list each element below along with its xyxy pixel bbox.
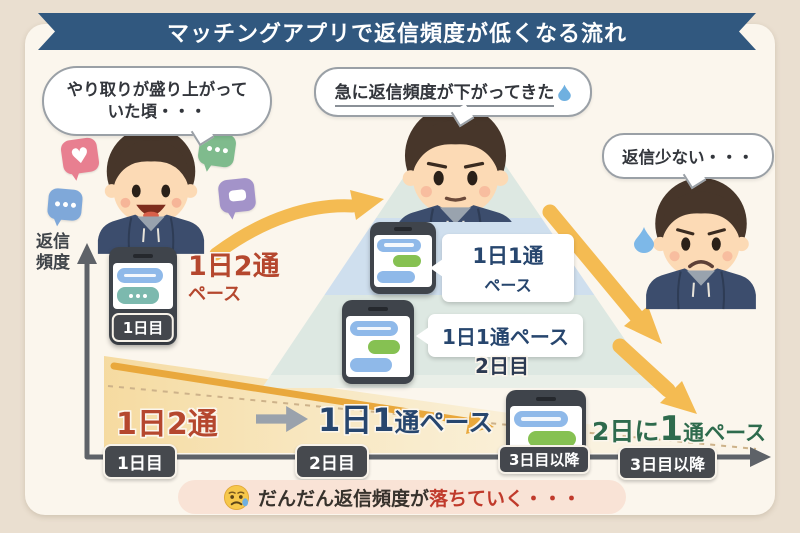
pace-tag-row1: 1日1通 ペース — [430, 234, 574, 302]
timeline-final-pace: 2日に 1 通ペース — [592, 409, 767, 449]
flow-arrow-1-head — [350, 190, 384, 220]
character-happy — [97, 127, 205, 254]
speech-past-line2: いた頃・・・ — [107, 102, 207, 121]
tear-drop-icon — [634, 227, 654, 253]
x-axis-arrowhead — [750, 447, 771, 467]
flow-arrow-2 — [542, 204, 646, 326]
pace-day1: 1日2通 ペース — [188, 251, 280, 305]
footer-banner: だんだん返信頻度が落ちていく・・・ — [178, 480, 626, 514]
message-bubble — [528, 431, 576, 447]
phone-speaker — [368, 307, 388, 311]
phone-speaker — [133, 254, 153, 258]
sad-emoji-icon — [223, 484, 250, 510]
title-ribbon: マッチングアプリで返信頻度が低くなる流れ — [38, 13, 756, 50]
phone-day1: 1日目 — [109, 247, 177, 345]
page-title: マッチングアプリで返信頻度が低くなる流れ — [166, 21, 627, 47]
speech-bubble-past: やり取りが盛り上がって いた頃・・・ — [42, 66, 272, 147]
timeline-from-pace: 1日2通 — [116, 407, 218, 442]
phone-screen — [346, 316, 410, 377]
flow-arrow-2-head — [624, 306, 662, 344]
heart-icon: ♥ — [59, 136, 101, 176]
speech-bubble-few: 返信少ない・・・ — [602, 133, 774, 190]
phone-screen — [113, 263, 173, 309]
message-bubble — [393, 255, 421, 267]
decline-arrow — [110, 362, 470, 425]
pace-tag-row2: 1日1通ペース — [416, 314, 583, 357]
flow-arrow-1 — [209, 199, 359, 261]
character-neutral — [399, 105, 512, 222]
message-bubble — [117, 268, 163, 283]
message-bubble — [377, 270, 415, 283]
message-bubble — [350, 358, 392, 372]
speech-sudden-text: 急に返信頻度が下がってきた — [334, 78, 555, 107]
message-bubble — [368, 340, 400, 354]
phone-pyramid-row2 — [342, 300, 414, 384]
trend-dashed-line — [107, 385, 757, 450]
row2-day-label: 2日目 — [475, 354, 529, 378]
timeline-tag-day3: 3日目以降 — [618, 446, 718, 480]
chat-dots-blue-icon — [46, 187, 84, 222]
phone-speaker — [536, 397, 556, 401]
flow-arrow-3 — [612, 338, 676, 398]
message-bubble — [377, 238, 421, 252]
character-sad — [646, 177, 756, 310]
decline-arrowhead — [466, 412, 494, 434]
tear-drop-icon — [558, 84, 572, 101]
footer-text: だんだん返信頻度が落ちていく・・・ — [257, 487, 582, 510]
phone-screen — [374, 234, 432, 287]
y-axis-arrowhead — [77, 243, 97, 264]
phone-screen — [510, 406, 582, 452]
phone-pyramid-row1 — [370, 222, 436, 294]
y-axis-label: 返信 頻度 — [36, 232, 70, 274]
speech-bubble-sudden: 急に返信頻度が下がってきた — [314, 67, 592, 128]
character-neutral-wrap — [388, 104, 523, 222]
flow-arrow-3-head — [660, 381, 697, 414]
message-bubble — [350, 321, 398, 336]
chat-bubble-purple-icon — [217, 177, 257, 214]
message-bubble — [117, 287, 159, 304]
speech-few-text: 返信少ない・・・ — [622, 148, 754, 167]
message-bubble — [514, 411, 568, 427]
phone-day1-label: 1日目 — [111, 313, 175, 342]
timeline-tag-day2: 2日目 — [295, 444, 369, 479]
timeline-tag-day1: 1日目 — [103, 444, 177, 479]
speech-past-line1: やり取りが盛り上がって — [66, 79, 248, 99]
phone-day3: 3日目以降 — [498, 390, 591, 474]
timeline-to-pace: 1日1 通ペース — [318, 401, 494, 439]
phone-day3-label: 3日目以降 — [498, 445, 591, 474]
phone-speaker — [394, 227, 412, 231]
